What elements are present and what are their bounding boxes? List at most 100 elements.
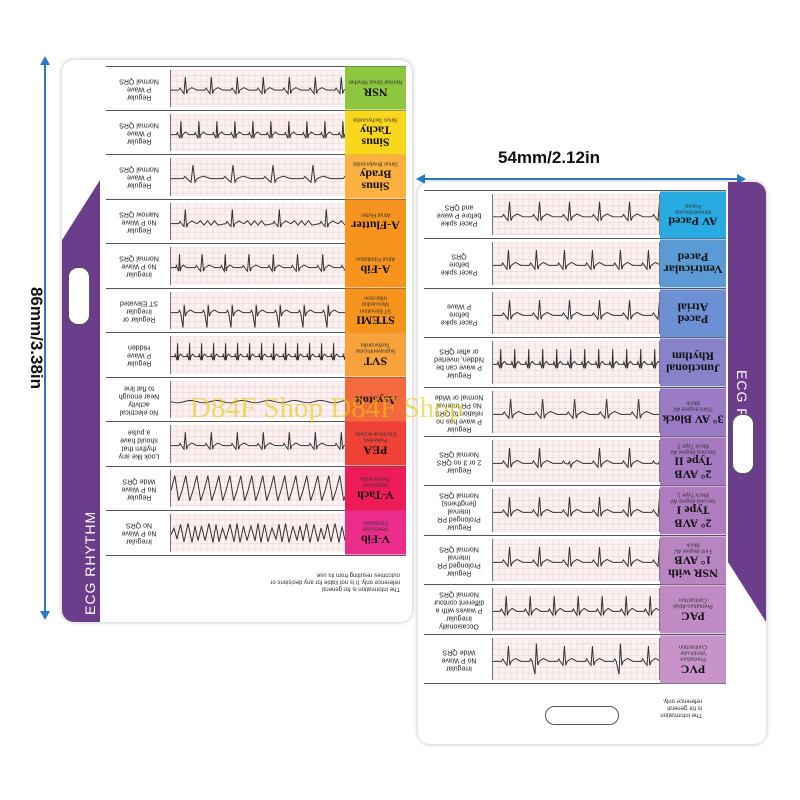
- card-brand-label: ECG RHYTHM: [82, 510, 98, 615]
- shop-watermark: D84F Shop D84F Shop: [190, 392, 464, 424]
- rhythm-description: Occasionally Irregular P waves with a di…: [433, 590, 485, 630]
- ecg-strip: [492, 588, 660, 631]
- rhythm-description: Regular P Wave Normal QRS: [119, 165, 159, 189]
- ecg-strip: [170, 202, 346, 241]
- ecg-strip: [492, 390, 660, 433]
- ecg-strip: [170, 380, 346, 419]
- rhythm-description: Pacer spike before P Wave: [440, 301, 478, 326]
- rhythm-row: Look like any rhythm that should have a …: [106, 422, 406, 467]
- rhythm-subtitle: Premature Atrial Contraction: [673, 596, 713, 609]
- rhythm-name: NSR: [363, 85, 388, 100]
- ecg-strip: [492, 440, 660, 483]
- ecg-waveform: [493, 242, 659, 285]
- card-brand-band: [728, 182, 766, 622]
- ecg-waveform: [171, 425, 345, 463]
- ecg-card-back: ECG RHYTHM Pacer spike before P wave and…: [418, 182, 766, 744]
- rhythm-name: Junctional Rhythm: [666, 349, 721, 376]
- rhythm-subtitle: Sinus Tachycardia: [353, 116, 398, 123]
- rhythm-name: V-Tach: [357, 488, 394, 503]
- rhythm-description: Regular P Wave Hidden: [126, 344, 152, 368]
- rhythm-row: Regular P wave can be hidden, inverted o…: [424, 338, 726, 388]
- rhythm-description: Regular P wave can be hidden, inverted o…: [434, 347, 484, 379]
- ecg-strip: [170, 247, 346, 285]
- disclaimer-text: The information is for general reference…: [270, 571, 400, 592]
- ecg-strip: [492, 489, 660, 532]
- ecg-waveform: [493, 291, 659, 335]
- rhythm-description: Regular Prolonged PR Interval (lengthens…: [437, 491, 481, 531]
- rhythm-description: Irregular No P Wave No QRS: [121, 522, 157, 546]
- rhythm-row: Regular 2 or 3 no QRS Normal QRS 2° AVB T…: [424, 437, 726, 487]
- rhythm-name: V-Fib: [360, 533, 391, 548]
- rhythm-subtitle: Pulseless Electrical Activity: [355, 431, 396, 444]
- ecg-strip: [492, 538, 660, 582]
- ecg-strip: [170, 469, 346, 508]
- rhythm-name: Sinus Tachy: [360, 122, 391, 150]
- rhythm-description: Regular No P Wave Wide QRS: [121, 477, 157, 501]
- ecg-waveform: [171, 469, 345, 508]
- rhythm-row: No electrical activity Near enough to fl…: [106, 377, 406, 423]
- rhythm-row: Occasionally Irregular P waves with a di…: [424, 585, 726, 635]
- rhythm-description: Irregular No P Wave Wide QRS: [441, 647, 477, 671]
- lanyard-slot: [68, 267, 90, 325]
- ecg-waveform: [171, 336, 345, 374]
- rhythm-row: Regular Prolonged PR Interval Normal QRS…: [424, 535, 726, 586]
- ecg-waveform: [171, 202, 345, 241]
- ecg-strip: [492, 242, 660, 285]
- rhythm-subtitle: Second degree AV Block Type 2: [670, 442, 716, 455]
- rhythm-name: 2° AVB Type II: [674, 454, 712, 482]
- height-dimension-label: 86mm/3.38in: [27, 286, 46, 390]
- width-dimension-label: 54mm/2.12in: [498, 148, 601, 167]
- rhythm-subtitle: Atrial Fibrillation: [355, 256, 396, 263]
- rhythm-description: Look like any rhythm that should have a …: [118, 429, 160, 461]
- ecg-waveform: [171, 158, 345, 196]
- rhythm-name: Paced Atrial: [677, 300, 709, 327]
- ecg-strip: [492, 341, 660, 384]
- ecg-strip: [492, 291, 660, 335]
- rhythm-description: Regular 2 or 3 no QRS Normal QRS: [436, 450, 482, 474]
- rhythm-subtitle: Premature Ventricular Contraction: [678, 642, 708, 662]
- rhythm-name: PEA: [363, 443, 388, 458]
- rhythm-subtitle: Ventricular Fibrillation: [362, 520, 389, 533]
- rhythm-description: No electrical activity Near enough to fl…: [118, 384, 160, 416]
- ecg-waveform: [171, 380, 345, 419]
- ecg-strip: [170, 158, 346, 196]
- lanyard-slot: [732, 414, 754, 474]
- ecg-waveform: [493, 637, 659, 680]
- ecg-strip: [492, 637, 660, 680]
- ecg-waveform: [171, 70, 345, 107]
- rhythm-subtitle: Atrioventricular Paced: [674, 201, 712, 214]
- rhythm-label: Junctional Rhythm: [660, 338, 726, 387]
- disclaimer-text: The information is for general reference…: [660, 697, 702, 718]
- rhythm-name: SVT: [363, 354, 388, 369]
- height-dimension-arrow: [40, 56, 50, 620]
- rhythm-subtitle: Second degree AV Block Type 1: [670, 491, 716, 504]
- rhythm-subtitle: First degree AV Block: [674, 540, 712, 553]
- rhythm-name: 2° AVB Type I: [674, 504, 712, 531]
- ecg-waveform: [171, 291, 345, 330]
- rhythm-description: Irregular No P Wave Normal QRS: [119, 254, 159, 279]
- rhythm-subtitle: Normal Sinus Rhythm: [348, 78, 403, 85]
